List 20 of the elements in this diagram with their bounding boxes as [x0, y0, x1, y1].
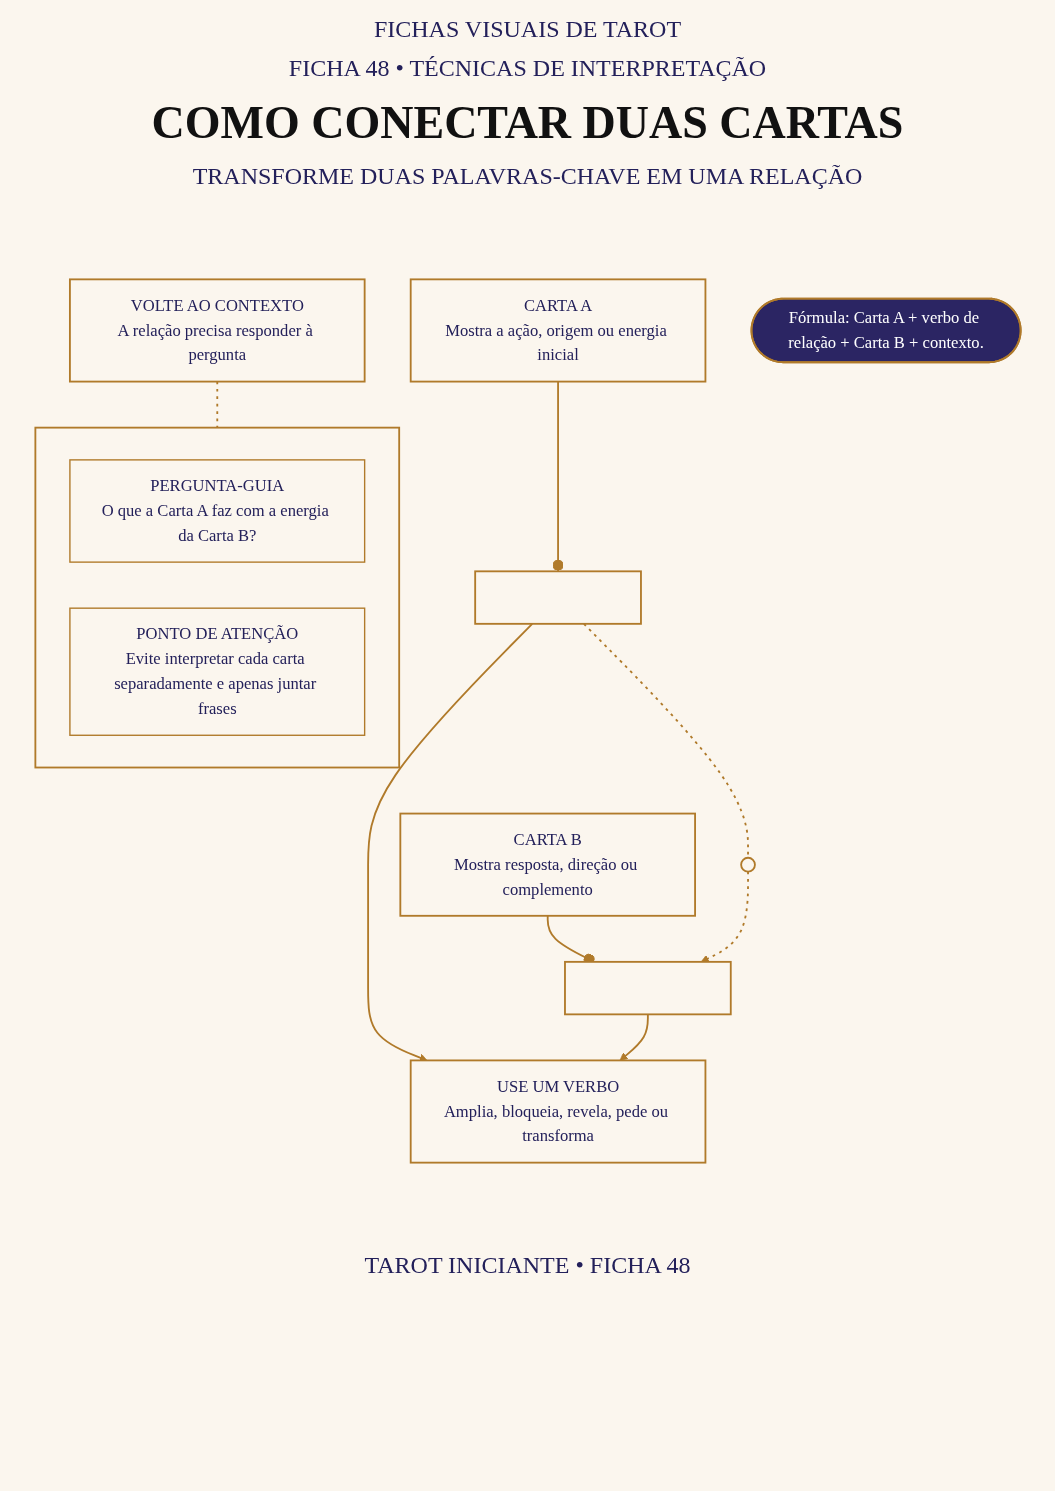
sheet-subtitle: FICHA 48 • TÉCNICAS DE INTERPRETAÇÃO: [288, 55, 767, 82]
node-box: [473, 570, 642, 625]
node-box: PERGUNTA-GUIA O que a Carta A faz com a energia da Carta B?: [68, 459, 365, 563]
node-box: CARTA B Mostra resposta, direção ou complemento: [398, 812, 696, 917]
node-circle: [739, 856, 756, 873]
tagline: TRANSFORME DUAS PALAVRAS-CHAVE EM UMA RELAÇÃO: [192, 163, 863, 190]
node-box: PONTO DE ATENÇÃO Evite interpretar cada carta separadamente e apenas juntar frases: [68, 607, 365, 736]
arrow: [700, 870, 749, 963]
footer-text: TAROT INICIANTE • FICHA 48: [364, 1252, 691, 1279]
series-heading: FICHAS VISUAIS DE TAROT: [373, 16, 682, 43]
node-box: USE UM VERBO Amplia, bloqueia, revela, pede ou transforma: [409, 1059, 706, 1164]
node-box: CARTA A Mostra a ação, origem ou energia inicial: [409, 278, 706, 383]
connector: [215, 380, 218, 429]
connector: [552, 380, 564, 573]
arrow: [366, 622, 533, 1062]
arrow: [619, 1013, 649, 1061]
title: COMO CONECTAR DUAS CARTAS: [151, 96, 904, 149]
node-box: [563, 960, 732, 1016]
cluster: [33, 426, 400, 769]
node-box: VOLTE AO CONTEXTO A relação precisa responder à pergunta: [68, 278, 366, 383]
